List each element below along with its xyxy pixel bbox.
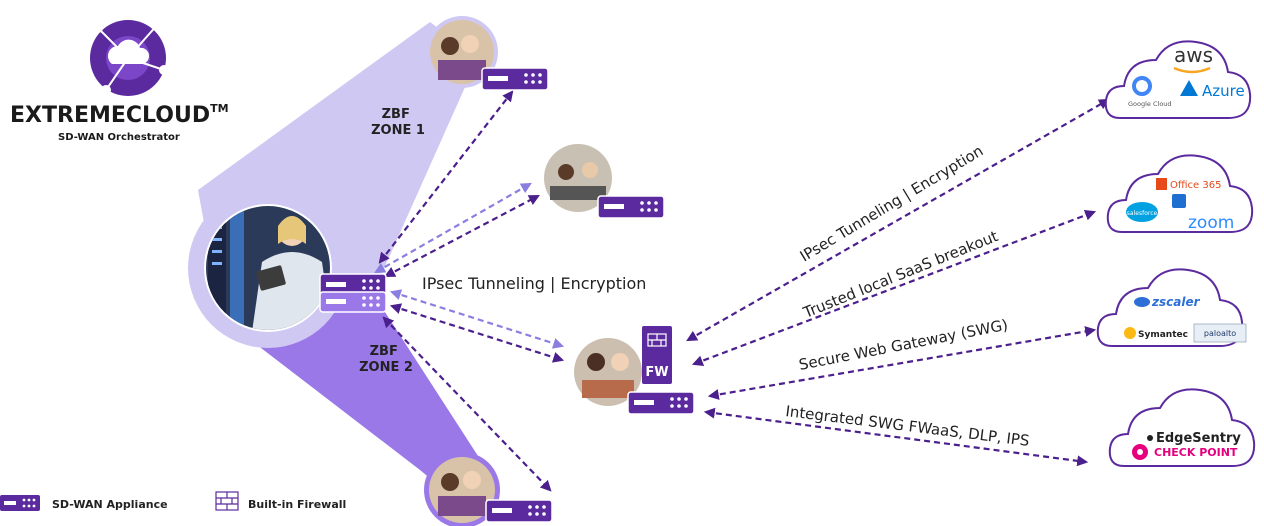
site-photo-3 <box>570 334 646 410</box>
edgesentry-dot-icon <box>1147 435 1153 441</box>
integrated-label: Integrated SWG FWaaS, DLP, IPS <box>785 402 1031 450</box>
cloud-public: aws Google Cloud Azure <box>1104 40 1252 119</box>
brand-subtitle: SD-WAN Orchestrator <box>58 132 180 143</box>
sdwan-appliance-site4 <box>485 499 553 523</box>
firewall-block: FW <box>642 326 672 384</box>
sdwan-appliance-site1 <box>481 67 549 91</box>
salesforce-text: salesforce <box>1127 210 1158 217</box>
cloud-saas: Office 365 salesforce zoom <box>1106 154 1254 233</box>
edgesentry-text: EdgeSentry <box>1156 431 1241 446</box>
azure-icon <box>1180 80 1198 96</box>
link-fw-cloud1 <box>686 98 1110 342</box>
symantec-icon <box>1124 327 1136 339</box>
zscaler-icon <box>1134 297 1150 307</box>
link-hq-fw <box>389 303 565 363</box>
symantec-text: Symantec <box>1138 330 1188 340</box>
link-fw-cloud4 <box>703 407 1089 467</box>
checkpoint-text: CHECK POINT <box>1154 446 1238 459</box>
cloud-checkpoint: EdgeSentry CHECK POINT <box>1108 388 1256 467</box>
office-icon <box>1156 178 1167 190</box>
link-hq-fw-light <box>389 289 565 349</box>
swg-label: Secure Web Gateway (SWG) <box>797 316 1009 374</box>
office-text: Office 365 <box>1170 180 1221 191</box>
google-cloud-icon <box>1132 76 1152 96</box>
brand-name: EXTREMECLOUDTM <box>10 102 229 128</box>
cloud-swg: zscaler Symantec paloalto <box>1096 268 1247 347</box>
legend-firewall-icon <box>215 491 239 511</box>
link-fw-cloud3 <box>707 326 1097 400</box>
dashed-links <box>374 90 1110 492</box>
salesforce-icon <box>1126 202 1158 222</box>
legend-firewall-text: Built-in Firewall <box>248 498 346 511</box>
sdwan-appliance-site3 <box>627 391 695 415</box>
paloalto-text: paloalto <box>1204 329 1236 338</box>
legend-appliance-text: SD-WAN Appliance <box>52 498 168 511</box>
azure-text: Azure <box>1202 82 1245 100</box>
legend-appliance-icon <box>0 495 40 511</box>
hq-datacenter-photo <box>204 204 332 332</box>
firewall-brick-icon <box>647 333 667 347</box>
fw-label: FW <box>645 365 668 380</box>
google-cloud-text: Google Cloud <box>1128 100 1172 108</box>
sdwan-appliance-site2 <box>597 195 665 219</box>
paloalto-badge <box>1193 323 1247 343</box>
legend: SD-WAN Appliance Built-in Firewall <box>0 491 346 511</box>
c-app-icon <box>1172 194 1186 208</box>
aws-text: aws <box>1174 43 1213 67</box>
tunnel-label-center: IPsec Tunneling | Encryption <box>422 274 646 293</box>
extremecloud-logo <box>90 19 169 96</box>
link-hq-site2 <box>384 194 540 278</box>
site-photo-2 <box>540 140 616 216</box>
site-photo-1 <box>426 16 498 88</box>
sdwan-appliance-hq-2 <box>319 291 387 313</box>
zscaler-text: zscaler <box>1151 295 1201 309</box>
zoom-text: zoom <box>1188 213 1234 233</box>
